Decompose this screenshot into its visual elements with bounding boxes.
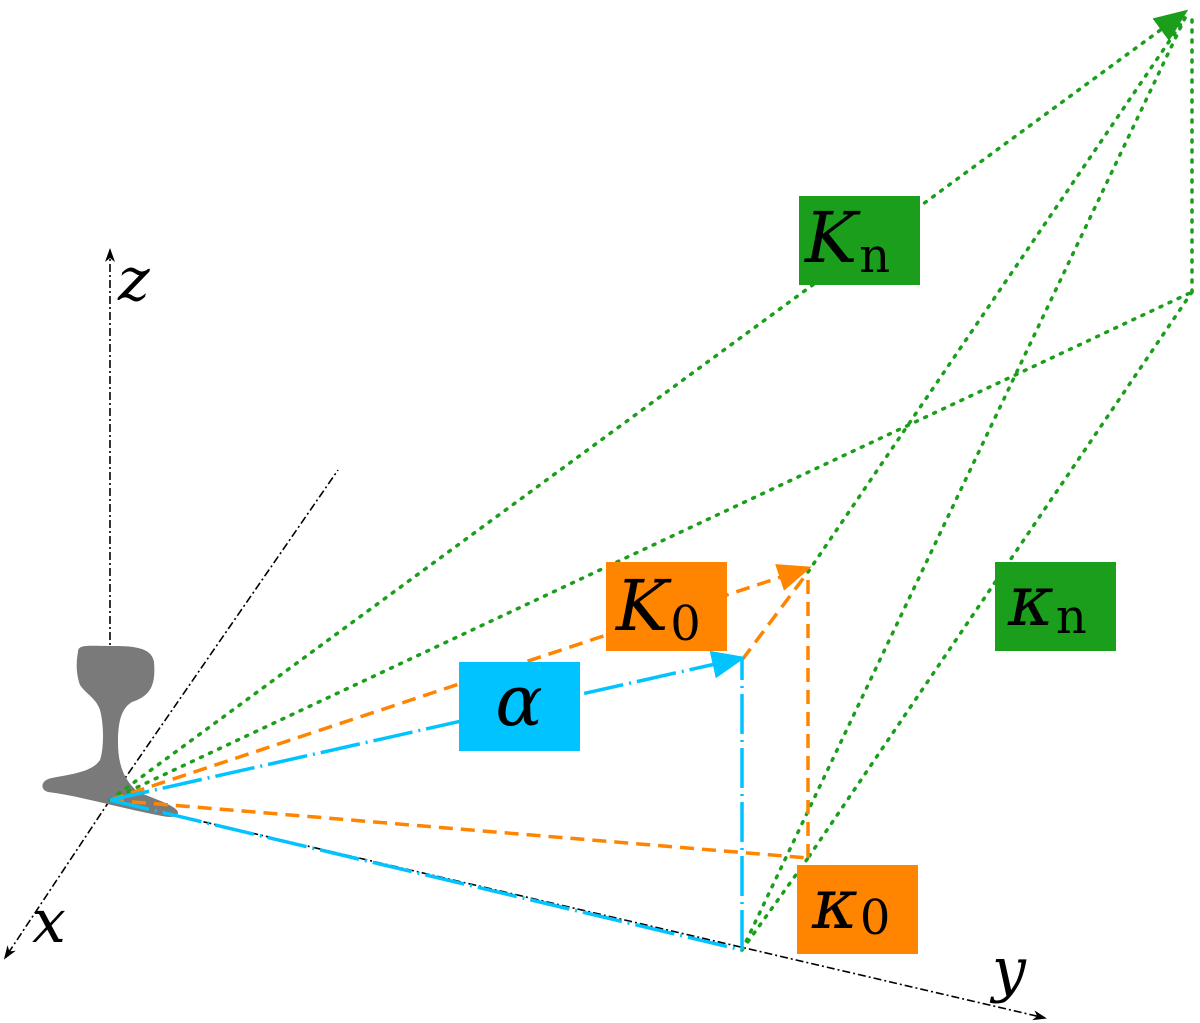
label-K0: K0 [606, 562, 727, 652]
z-axis-label: z [117, 245, 150, 315]
label-alpha: α [459, 660, 580, 751]
orange-vectors [109, 564, 812, 860]
green-edge-K0-to-Kn [806, 16, 1187, 574]
orange-edge-alpha-to-K0 [740, 570, 810, 662]
label-kappan: κn [995, 560, 1116, 651]
alpha-vector [109, 650, 746, 802]
label-Kn: Kn [799, 196, 920, 285]
label-kappan-sub: n [1056, 589, 1087, 645]
kappa0-vector [109, 798, 809, 860]
svg-text:κn: κn [1007, 560, 1087, 645]
label-K0-main: K [614, 565, 672, 647]
label-kappa0-sub: 0 [860, 890, 891, 946]
label-Kn-sub: n [859, 228, 890, 284]
label-Kn-main: K [803, 197, 861, 279]
svg-text:Kn: Kn [803, 197, 890, 284]
green-edge-alpha-y-to-Kn [740, 16, 1187, 952]
Kn-vector [108, 9, 1189, 802]
K0-vector [109, 564, 812, 802]
svg-text:κ0: κ0 [811, 863, 890, 946]
label-kappa0-main: κ [811, 863, 858, 945]
y-axis [109, 799, 1047, 1021]
label-kappa0: κ0 [797, 863, 918, 954]
blue-vectors [109, 650, 746, 952]
label-kappan-main: κ [1007, 560, 1054, 642]
green-edge-alpha-to-kappa0 [740, 856, 810, 952]
alpha-projection [109, 798, 743, 952]
label-K0-sub: 0 [670, 596, 701, 652]
x-axis-label: x [32, 887, 66, 957]
x-axis-back [109, 469, 339, 801]
svg-text:K0: K0 [614, 565, 701, 652]
label-alpha-main: α [495, 660, 542, 742]
y-axis-label: y [989, 935, 1027, 1005]
svg-text:α: α [495, 660, 542, 742]
rail-profile-icon [42, 645, 178, 817]
green-vectors [108, 9, 1194, 952]
kappan-vector [108, 290, 1194, 802]
